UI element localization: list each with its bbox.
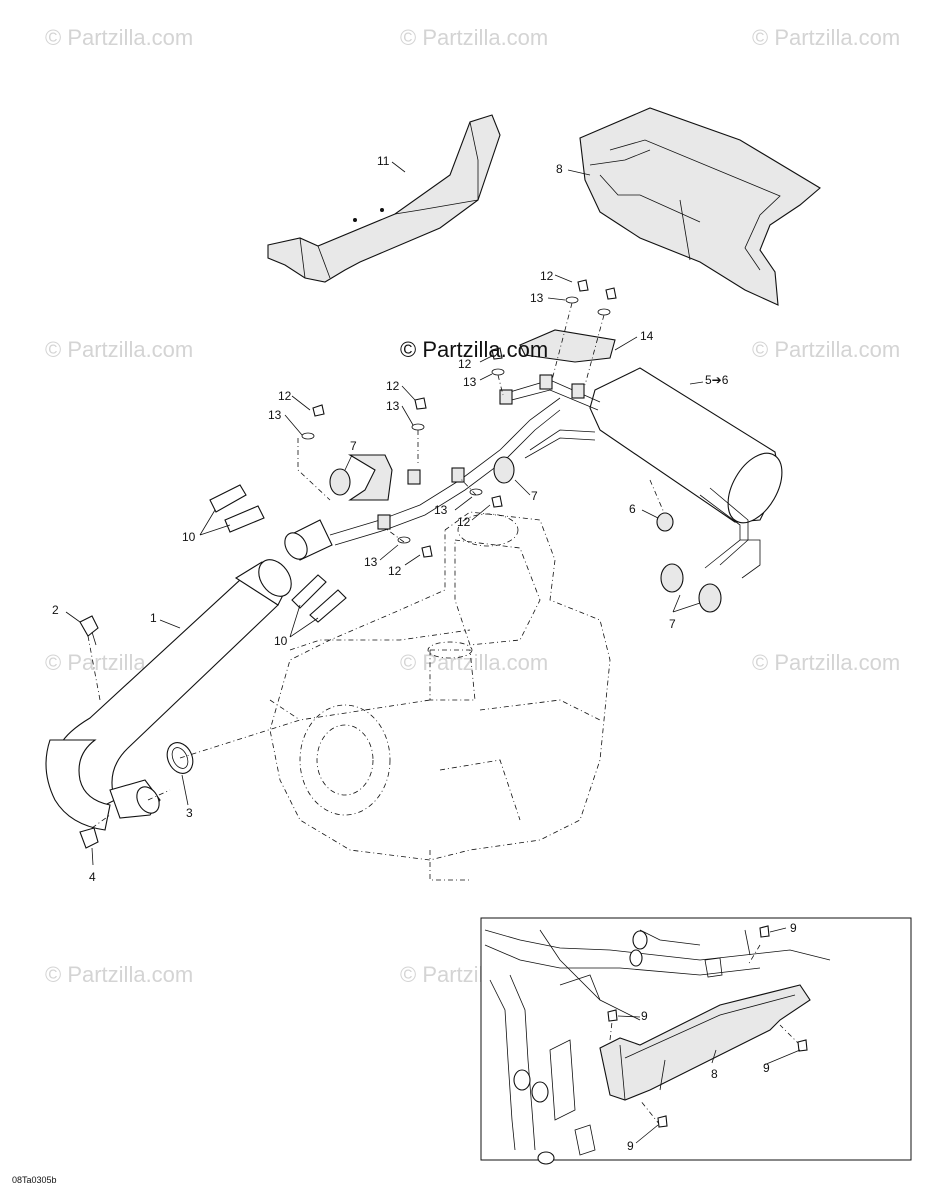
callout-5-to-6: 5➔6 <box>705 373 729 387</box>
callout-12: 12 <box>458 357 472 371</box>
exhaust-pipe-1 <box>45 559 292 831</box>
grommets-7 <box>329 456 722 613</box>
watermark: © Partzilla.com <box>45 962 193 987</box>
callout-8: 8 <box>556 162 563 176</box>
callout-2: 2 <box>52 603 59 617</box>
brackets <box>348 374 585 530</box>
watermark: © Partzilla.com <box>752 650 900 675</box>
watermark: © Partzilla.com <box>45 25 193 50</box>
center-lines <box>87 302 605 829</box>
callout-12: 12 <box>540 269 554 283</box>
callout-10: 10 <box>274 634 288 648</box>
drawing-code: 08Ta0305b <box>12 1175 57 1185</box>
callout-14: 14 <box>640 329 654 343</box>
callout-12: 12 <box>388 564 402 578</box>
callout-9: 9 <box>641 1009 648 1023</box>
callout-13: 13 <box>268 408 282 422</box>
callout-7: 7 <box>531 489 538 503</box>
callout-13: 13 <box>463 375 477 389</box>
callout-9: 9 <box>790 921 797 935</box>
callout-9: 9 <box>763 1061 770 1075</box>
callout-9: 9 <box>627 1139 634 1153</box>
bolt-2 <box>79 615 99 646</box>
watermark: © Partzilla.com <box>400 650 548 675</box>
watermark: © Partzilla.com <box>752 25 900 50</box>
watermark: © Partzilla.com <box>752 337 900 362</box>
callout-3: 3 <box>186 806 193 820</box>
bolts-12-washers-13 <box>301 279 617 558</box>
callout-1: 1 <box>150 611 157 625</box>
callout-13: 13 <box>434 503 448 517</box>
nut-4 <box>79 827 99 849</box>
watermark-center: © Partzilla.com <box>400 337 548 362</box>
callout-12: 12 <box>386 379 400 393</box>
callout-4: 4 <box>89 870 96 884</box>
heat-shield-8 <box>579 107 821 306</box>
callout-12: 12 <box>457 515 471 529</box>
callout-8: 8 <box>711 1067 718 1081</box>
watermark: © Partzilla.com <box>400 25 548 50</box>
callout-7: 7 <box>350 439 357 453</box>
callouts: 11 8 12 13 14 12 13 5➔6 12 13 12 13 7 7 … <box>52 154 797 1153</box>
muffler-5 <box>499 367 783 579</box>
leader-lines <box>65 161 801 1144</box>
callout-6: 6 <box>629 502 636 516</box>
heat-shield-11 <box>267 114 501 283</box>
callout-13: 13 <box>364 555 378 569</box>
callout-10: 10 <box>182 530 196 544</box>
heat-plate-14 <box>519 329 616 363</box>
callout-13: 13 <box>530 291 544 305</box>
watermark: © Partzilla.com <box>45 337 193 362</box>
engine-outline <box>269 511 611 881</box>
callout-13: 13 <box>386 399 400 413</box>
callout-11: 11 <box>377 154 390 168</box>
callout-12: 12 <box>278 389 292 403</box>
springs-10 <box>209 484 347 623</box>
plug-6 <box>656 512 674 532</box>
callout-7: 7 <box>669 617 676 631</box>
inset-frame <box>480 917 912 1165</box>
